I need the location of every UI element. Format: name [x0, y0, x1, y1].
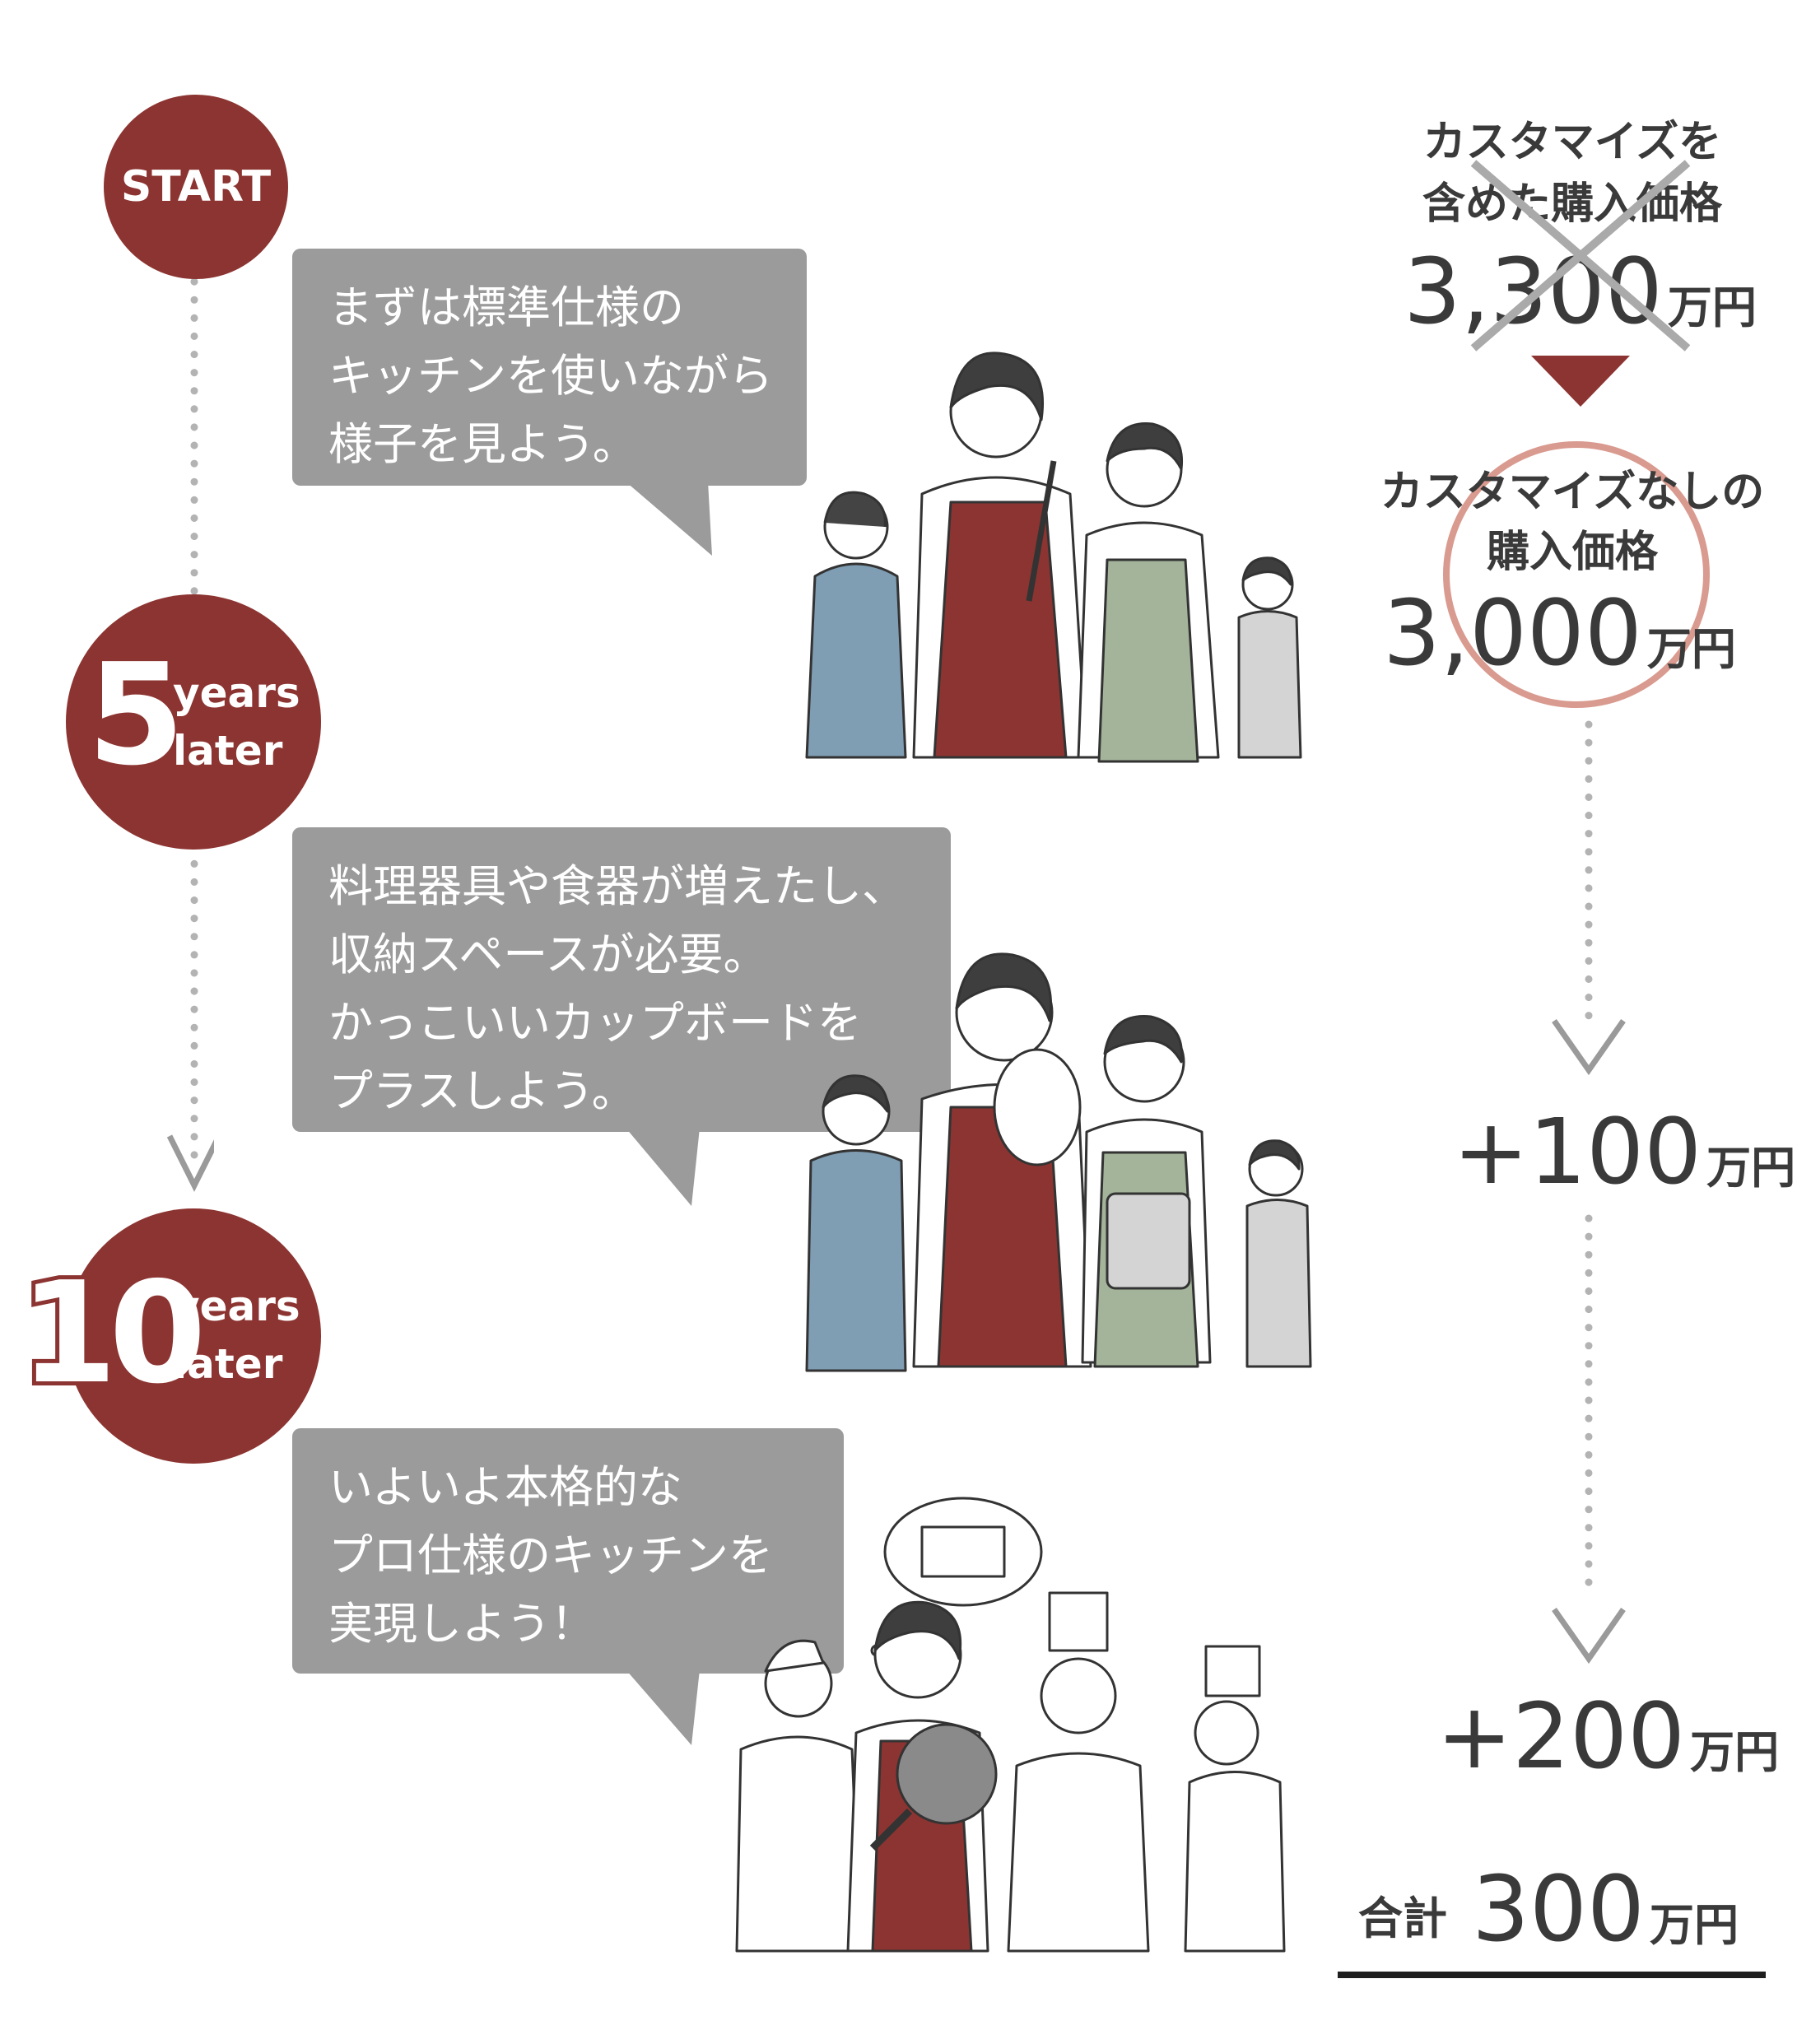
additional-cost-2-unit: 万円: [1690, 1726, 1780, 1778]
timeline-arrow-icon: [166, 1134, 214, 1192]
start-label: START: [120, 162, 272, 212]
additional-cost-1-unit: 万円: [1706, 1142, 1796, 1194]
bubble-text-line: いよいよ本格的な: [328, 1461, 682, 1513]
base-price-unit: 万円: [1646, 623, 1736, 675]
down-triangle-icon: [1531, 356, 1630, 407]
start-badge: START: [104, 95, 288, 279]
custom-price-label-line2: 含めた購入価格: [1422, 179, 1722, 229]
chefs-illustration: [735, 1497, 1286, 1953]
total-underline: [1338, 1972, 1766, 1978]
additional-cost-2-amount: +200: [1436, 1683, 1686, 1789]
cost-arrow-icon: [1552, 1018, 1626, 1076]
cross-out-icon: [1470, 160, 1691, 352]
speech-bubble-1-tail: [626, 482, 712, 556]
bubble-text-line: 様子を見よう。: [328, 418, 637, 470]
speech-bubble-3: いよいよ本格的な プロ仕様のキッチンを 実現しよう！: [292, 1428, 844, 1674]
bubble-text-line: 料理器具や食器が増えたし、: [328, 860, 906, 912]
milestone-number: 5: [87, 634, 185, 797]
total-label: 合計: [1358, 1893, 1447, 1944]
milestone-5-years-badge: 5 years later: [66, 594, 321, 850]
speech-bubble-1: まずは標準仕様の キッチンを使いながら 様子を見よう。: [292, 249, 807, 486]
additional-cost-1-amount: +100: [1453, 1099, 1702, 1204]
total-unit: 万円: [1649, 1899, 1739, 1951]
milestone-10-years-badge: [66, 1208, 321, 1464]
milestone-line2: later: [173, 727, 283, 775]
speech-bubble-3-tail: [626, 1669, 700, 1745]
milestone-line1: years: [173, 669, 300, 717]
bubble-text-line: プロ仕様のキッチンを: [328, 1530, 773, 1581]
speech-bubble-2: 料理器具や食器が増えたし、 収納スペースが必要。 かっこいいカップボードを プラ…: [292, 827, 951, 1132]
base-price-label-line2: 購入価格: [1486, 528, 1658, 577]
bubble-text-line: キッチンを使いながら: [328, 350, 773, 402]
bubble-text-line: プラスしよう。: [328, 1065, 636, 1117]
custom-price-label-line1: カスタマイズを: [1422, 118, 1722, 167]
bubble-text-line: 収納スペースが必要。: [328, 929, 768, 980]
highlight-circle: [1443, 441, 1710, 708]
base-price-amount: 3,000: [1383, 580, 1642, 686]
total-amount: 300: [1472, 1856, 1645, 1962]
milestone-number: 10: [16, 1252, 211, 1415]
cost-dotted-line: [1552, 720, 1626, 1665]
bubble-text-line: かっこいいカップボードを: [328, 997, 862, 1049]
base-price-label-line1: カスタマイズなしの: [1380, 468, 1765, 517]
bubble-text-line: 実現しよう！: [328, 1598, 595, 1650]
custom-price-unit: 万円: [1667, 282, 1757, 333]
cost-arrow-icon: [1552, 1607, 1626, 1665]
milestone-line2: later: [173, 1340, 283, 1388]
milestone-line1: years: [173, 1283, 300, 1330]
speech-bubble-2-tail: [626, 1128, 700, 1206]
bubble-text-line: まずは標準仕様の: [328, 282, 684, 333]
family-illustration-1: [805, 352, 1302, 763]
family-illustration-2: [805, 952, 1312, 1372]
